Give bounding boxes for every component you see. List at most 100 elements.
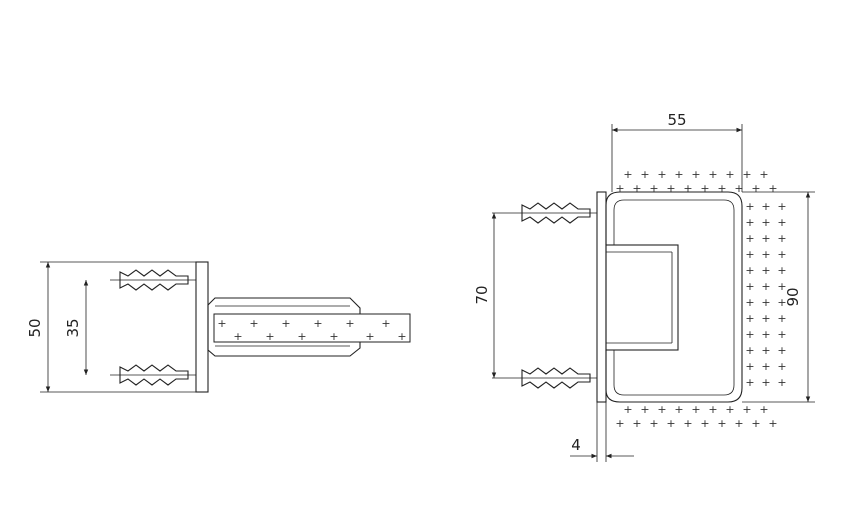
glass-pattern-mark: + (777, 296, 786, 309)
glass-pattern-mark: + (751, 182, 760, 195)
right-view: ++++++++++++++++++++++++++++++++++++++++… (473, 111, 815, 462)
left-anchor-top (110, 269, 196, 291)
dim-right-4-label: 4 (571, 436, 581, 454)
glass-pattern-mark: + (700, 182, 709, 195)
glass-pattern-mark: + (761, 344, 770, 357)
glass-pattern-mark: + (623, 403, 632, 416)
dim-right-55: 55 (611, 111, 743, 192)
glass-pattern-mark: + (649, 417, 658, 430)
glass-pattern-mark: + (691, 168, 700, 181)
dim-right-90: 90 (742, 191, 815, 403)
glass-pattern-mark: + (233, 330, 242, 343)
right-anchor-top (492, 202, 597, 224)
glass-pattern-mark: + (640, 403, 649, 416)
glass-pattern-mark: + (365, 330, 374, 343)
dim-right-70-label: 70 (473, 285, 491, 304)
glass-pattern-mark: + (397, 330, 406, 343)
glass-pattern-mark: + (745, 376, 754, 389)
right-anchor-bottom (492, 367, 597, 389)
glass-pattern-mark: + (700, 417, 709, 430)
glass-pattern-mark: + (632, 182, 641, 195)
glass-pattern-mark: + (777, 280, 786, 293)
glass-pattern-mark: + (329, 330, 338, 343)
left-view: ++++++++++++ 50 35 (26, 261, 411, 393)
glass-pattern-mark: + (761, 264, 770, 277)
glass-pattern-mark: + (725, 168, 734, 181)
glass-pattern-mark: + (381, 317, 390, 330)
dim-left-50-label: 50 (26, 318, 44, 337)
glass-pattern-mark: + (777, 376, 786, 389)
glass-pattern-mark: + (745, 312, 754, 325)
glass-pattern-mark: + (745, 280, 754, 293)
glass-pattern-mark: + (777, 264, 786, 277)
glass-pattern-mark: + (761, 312, 770, 325)
glass-pattern-mark: + (777, 248, 786, 261)
glass-pattern-mark: + (777, 360, 786, 373)
glass-pattern-mark: + (657, 403, 666, 416)
glass-pattern-mark: + (657, 168, 666, 181)
glass-pattern-mark: + (761, 328, 770, 341)
glass-pattern-mark: + (345, 317, 354, 330)
glass-pattern-mark: + (281, 317, 290, 330)
dim-right-4: 4 (570, 402, 634, 462)
glass-pattern-mark: + (745, 360, 754, 373)
glass-pattern-mark: + (649, 182, 658, 195)
glass-pattern-mark: + (745, 328, 754, 341)
glass-pattern-mark: + (761, 200, 770, 213)
dim-right-70: 70 (473, 213, 497, 378)
glass-pattern-mark: + (734, 182, 743, 195)
glass-pattern-mark: + (674, 403, 683, 416)
left-anchor-bottom (110, 364, 196, 386)
glass-pattern-mark: + (761, 360, 770, 373)
left-wall-plate (195, 261, 209, 393)
glass-pattern-mark: + (683, 182, 692, 195)
glass-pattern-mark: + (217, 317, 226, 330)
glass-pattern-mark: + (745, 200, 754, 213)
glass-pattern-mark: + (717, 182, 726, 195)
glass-pattern-mark: + (761, 296, 770, 309)
glass-pattern-mark: + (777, 216, 786, 229)
glass-pattern-mark: + (761, 232, 770, 245)
right-hinge-block (605, 244, 679, 351)
dim-left-35: 35 (64, 280, 89, 375)
left-hinge-body (207, 297, 361, 357)
glass-pattern-mark: + (742, 403, 751, 416)
glass-pattern-mark: + (691, 403, 700, 416)
glass-pattern-mark: + (745, 232, 754, 245)
glass-pattern-mark: + (745, 216, 754, 229)
glass-pattern-mark: + (768, 417, 777, 430)
glass-pattern-mark: + (666, 417, 675, 430)
right-wall-plate (596, 191, 607, 403)
glass-pattern-mark: + (632, 417, 641, 430)
dim-right-55-label: 55 (667, 111, 686, 129)
glass-pattern-mark: + (761, 280, 770, 293)
glass-pattern-mark: + (725, 403, 734, 416)
glass-pattern-mark: + (777, 232, 786, 245)
glass-pattern-mark: + (768, 182, 777, 195)
glass-pattern-mark: + (717, 417, 726, 430)
dim-right-90-label: 90 (784, 287, 802, 306)
glass-pattern-mark: + (683, 417, 692, 430)
glass-pattern-mark: + (297, 330, 306, 343)
glass-pattern-mark: + (615, 182, 624, 195)
glass-pattern-mark: + (759, 168, 768, 181)
glass-pattern-mark: + (777, 344, 786, 357)
glass-pattern-mark: + (777, 200, 786, 213)
glass-pattern-mark: + (759, 403, 768, 416)
glass-pattern-mark: + (761, 216, 770, 229)
glass-pattern-mark: + (751, 417, 760, 430)
glass-pattern-mark: + (265, 330, 274, 343)
glass-pattern-mark: + (623, 168, 632, 181)
glass-pattern-mark: + (313, 317, 322, 330)
glass-pattern-mark: + (708, 168, 717, 181)
glass-pattern-mark: + (742, 168, 751, 181)
glass-pattern-mark: + (777, 312, 786, 325)
glass-pattern-mark: + (761, 248, 770, 261)
glass-pattern-mark: + (640, 168, 649, 181)
dim-left-50: 50 (26, 261, 196, 393)
glass-pattern-mark: + (777, 328, 786, 341)
glass-pattern-mark: + (666, 182, 675, 195)
left-glass-panel (213, 313, 411, 343)
glass-pattern-mark: + (745, 296, 754, 309)
